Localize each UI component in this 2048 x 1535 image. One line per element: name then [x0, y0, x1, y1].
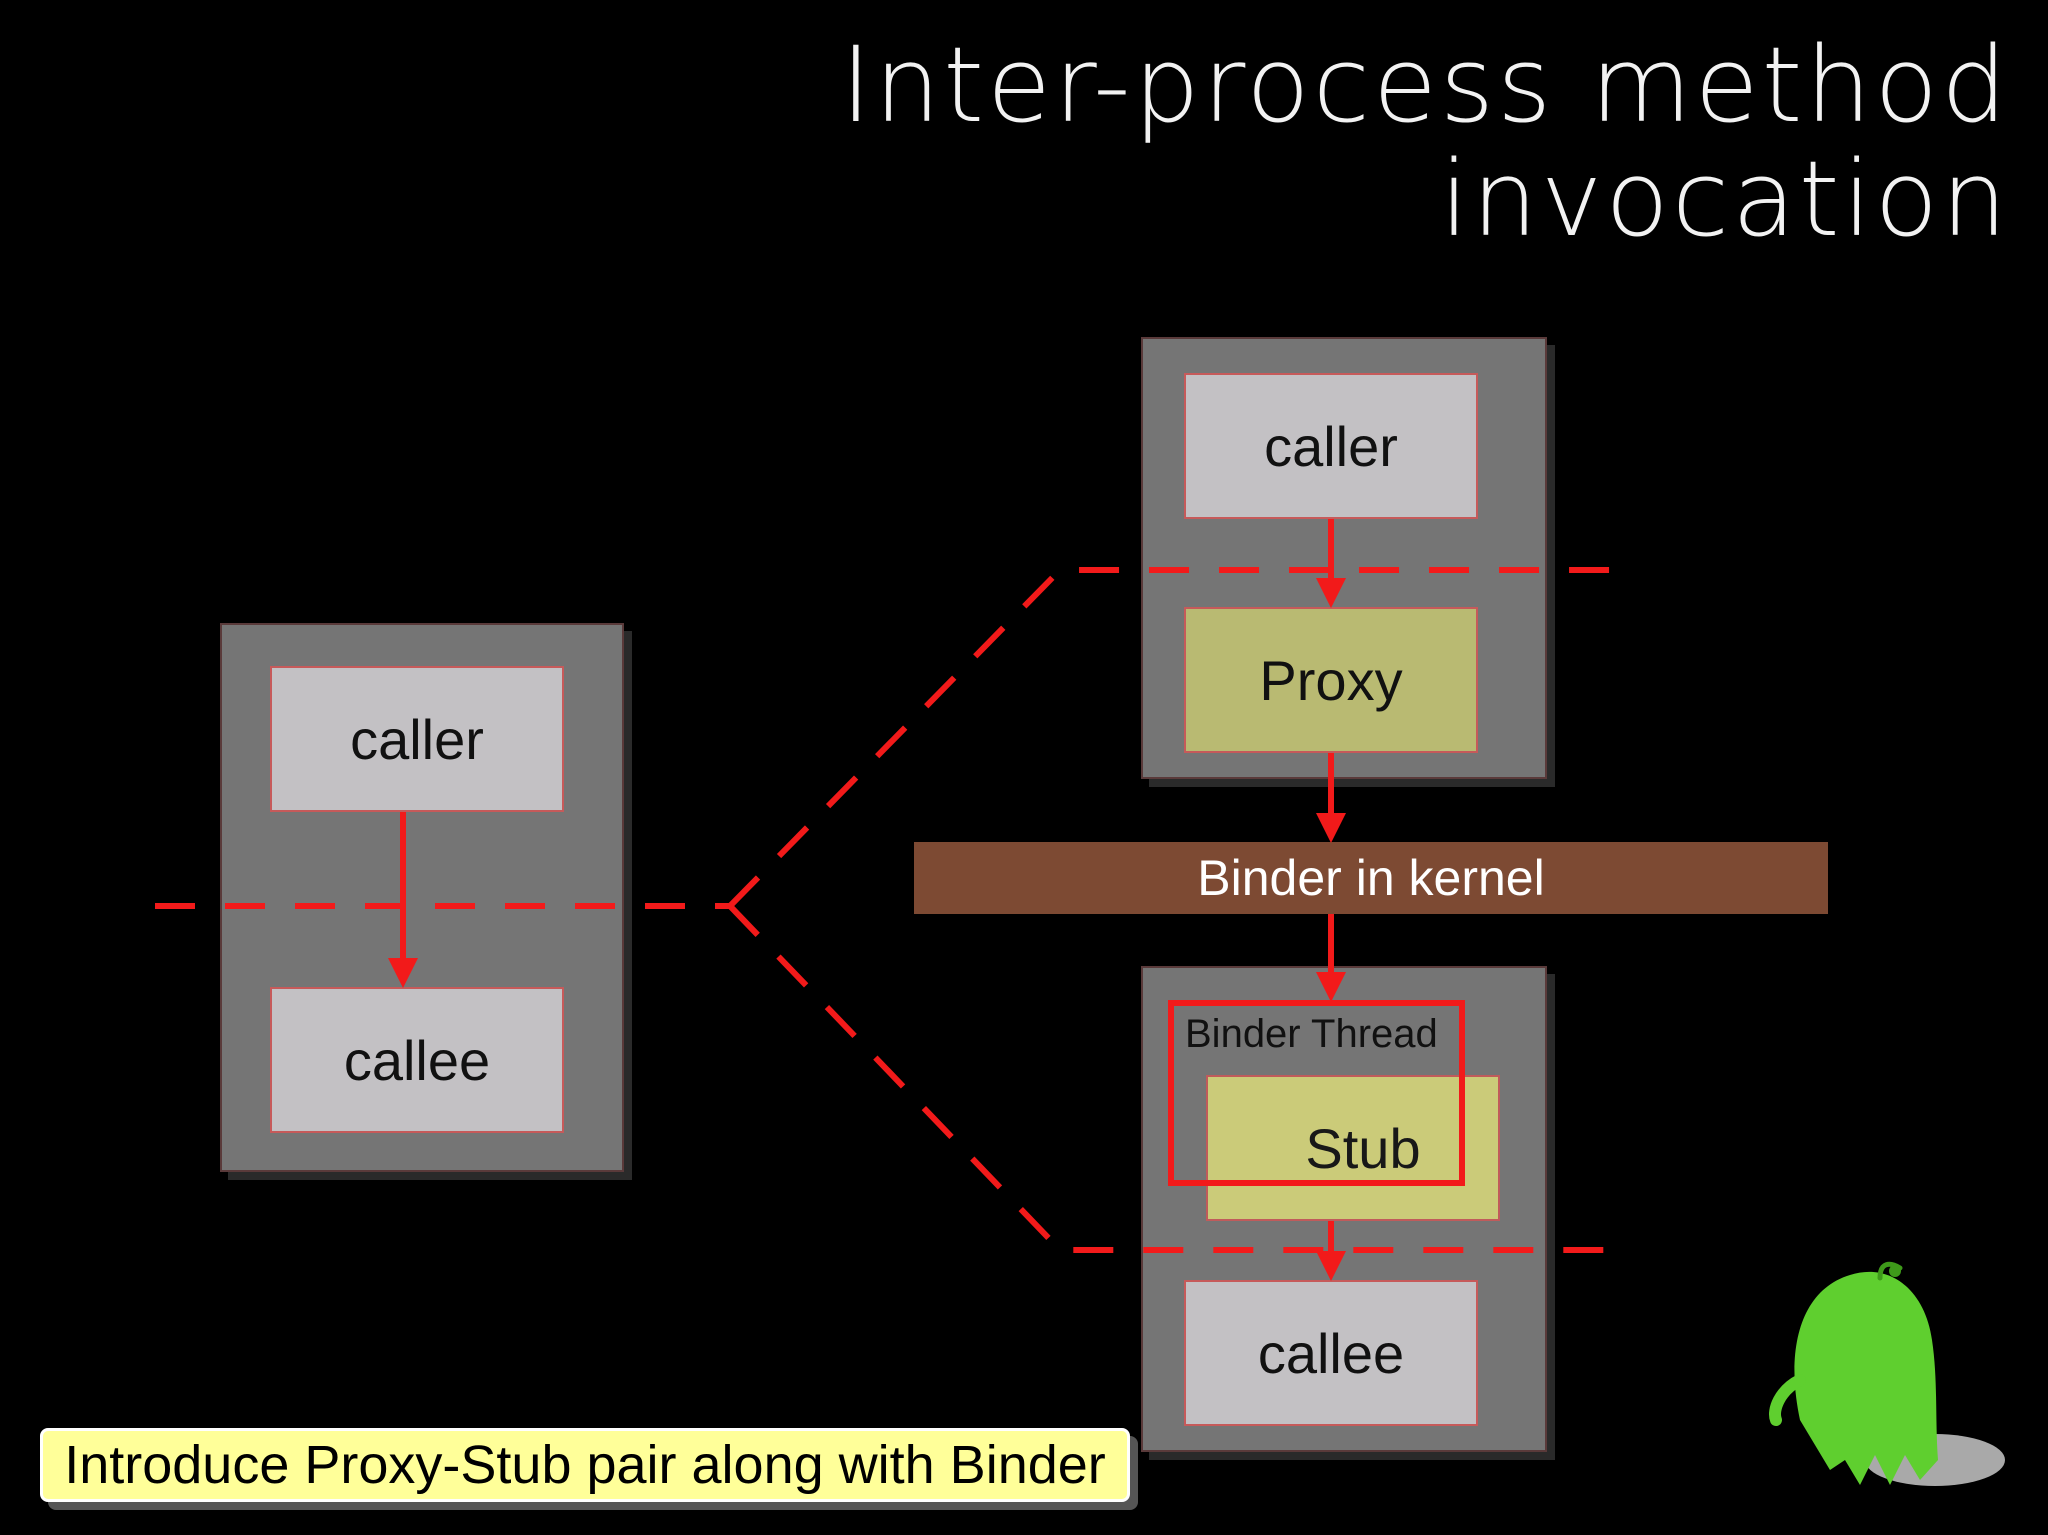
lower-fan-line — [727, 903, 1620, 1253]
left-caller-box: caller — [270, 666, 564, 812]
binder-thread-label: Binder Thread — [1185, 1012, 1438, 1056]
stub-box: Stub — [1206, 1075, 1500, 1221]
binder-kernel-bar: Binder in kernel — [914, 842, 1828, 914]
dashed-boundary-lines — [155, 567, 1620, 1253]
bottom-callee-box: callee — [1184, 1280, 1478, 1426]
call-arrows — [388, 519, 1346, 1281]
left-callee-box: callee — [270, 987, 564, 1133]
caption-banner: Introduce Proxy-Stub pair along with Bin… — [40, 1428, 1130, 1502]
upper-fan-line — [727, 567, 1620, 909]
mascot-icon — [1769, 1261, 2005, 1486]
top-caller-box: caller — [1184, 373, 1478, 519]
binder-thread-frame — [1168, 1000, 1465, 1186]
slide-title: Inter-process method invocation — [840, 24, 2010, 261]
proxy-box: Proxy — [1184, 607, 1478, 753]
stub-label: Stub — [1305, 1116, 1421, 1180]
